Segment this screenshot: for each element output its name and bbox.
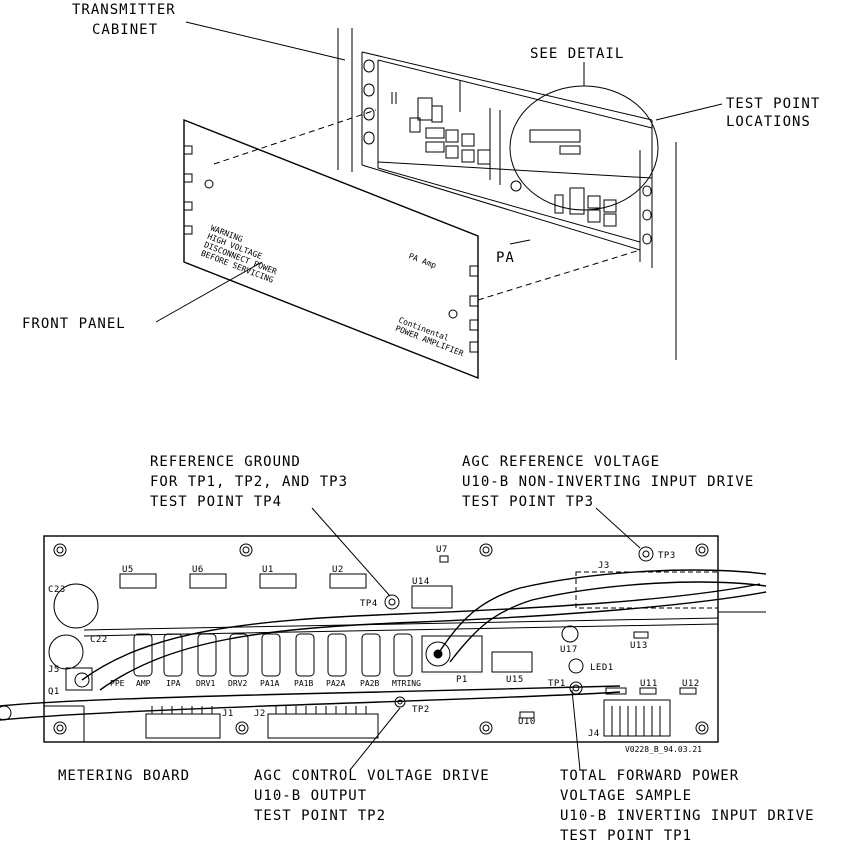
panel-pa-name: PA Amp [407, 251, 437, 270]
led-label: LED1 [590, 663, 614, 673]
tp3-callout-line: AGC REFERENCE VOLTAGE [462, 454, 660, 470]
pa-label: PA [496, 250, 515, 266]
cabinet-assembly-drawing [185, 21, 723, 360]
mounting-screws [53, 543, 709, 735]
tp2-callout-line: U10-B OUTPUT [254, 788, 367, 804]
tp2-callout-line: AGC CONTROL VOLTAGE DRIVE [254, 768, 490, 784]
connector-label: P1 [456, 675, 468, 685]
tp1-callout-line: U10-B INVERTING INPUT DRIVE [560, 808, 815, 824]
meter-strip-cells [133, 633, 413, 677]
callout-labels: REFERENCE GROUND FOR TP1, TP2, AND TP3 T… [58, 454, 815, 843]
connector-label: J5 [48, 665, 60, 675]
ic-label: U15 [506, 675, 524, 685]
test-point-locations-label: TEST POINT [726, 96, 820, 112]
ic-label: U13 [630, 641, 648, 651]
front-panel-leader [155, 261, 263, 323]
tp3-callout-line: TEST POINT TP3 [462, 494, 594, 510]
cables [0, 569, 767, 721]
tp1-callout-line: VOLTAGE SAMPLE [560, 788, 692, 804]
metering-board: U5 U6 U1 U2 U7 U14 U15 U17 U13 U11 U12 U… [0, 535, 767, 754]
ic-label: U1 [262, 565, 274, 575]
tp4-callout-line: FOR TP1, TP2, AND TP3 [150, 474, 348, 490]
tp2-callout-line: TEST POINT TP2 [254, 808, 386, 824]
ic-label: U7 [436, 545, 448, 555]
connector-label: J3 [598, 561, 610, 571]
board-labels: U5 U6 U1 U2 U7 U14 U15 U17 U13 U11 U12 U… [48, 545, 702, 754]
strip-label: DRV1 [196, 679, 215, 688]
ic-label: U10 [518, 717, 536, 727]
ic-label: U12 [682, 679, 700, 689]
tp-label: TP3 [658, 551, 676, 561]
metering-board-label: METERING BOARD [58, 768, 190, 784]
transistor-label: Q1 [48, 687, 60, 697]
tp4-callout-line: REFERENCE GROUND [150, 454, 301, 470]
tp-label: TP2 [412, 705, 430, 715]
strip-label: IPA [166, 679, 181, 688]
strip-label: PA2A [326, 679, 345, 688]
ic-label: U6 [192, 565, 204, 575]
strip-label: MTRING [392, 679, 421, 688]
strip-label: PA1A [260, 679, 279, 688]
strip-label: PA2B [360, 679, 379, 688]
tp4-leader [311, 507, 391, 597]
tp-label: TP1 [548, 679, 566, 689]
capacitor-label: C22 [90, 635, 108, 645]
capacitor-label: C23 [48, 585, 66, 595]
see-detail-label: SEE DETAIL [530, 46, 624, 62]
tp3-callout-line: U10-B NON-INVERTING INPUT DRIVE [462, 474, 754, 490]
tp-label: TP4 [360, 599, 378, 609]
tp3-leader [595, 507, 641, 549]
connector-label: J1 [222, 709, 234, 719]
test-point-locations-label-2: LOCATIONS [726, 114, 811, 130]
transmitter-cabinet-label: TRANSMITTER [72, 2, 176, 18]
drawing-number: V0228_B_94.03.21 [625, 745, 702, 754]
connector-label: J2 [254, 709, 266, 719]
ic-label: U14 [412, 577, 430, 587]
tp2-leader [349, 707, 401, 771]
strip-label: AMP [136, 679, 151, 688]
ic-label: U5 [122, 565, 134, 575]
front-panel-label: FRONT PANEL [22, 316, 126, 332]
top-labels: TRANSMITTER CABINET SEE DETAIL TEST POIN… [22, 2, 820, 332]
ic-label: U2 [332, 565, 344, 575]
front-panel: WARNING HIGH VOLTAGE DISCONNECT POWER BE… [183, 109, 641, 380]
transmitter-cabinet-label-2: CABINET [92, 22, 158, 38]
tp1-callout-line: TEST POINT TP1 [560, 828, 692, 843]
connector-label: J4 [588, 729, 600, 739]
strip-label: PPE [110, 679, 125, 688]
strip-label: DRV2 [228, 679, 247, 688]
tp1-leader [571, 689, 581, 771]
strip-label: PA1B [294, 679, 313, 688]
tp4-callout-line: TEST POINT TP4 [150, 494, 282, 510]
ic-label: U11 [640, 679, 658, 689]
tp1-callout-line: TOTAL FORWARD POWER [560, 768, 739, 784]
ic-label: U17 [560, 645, 578, 655]
